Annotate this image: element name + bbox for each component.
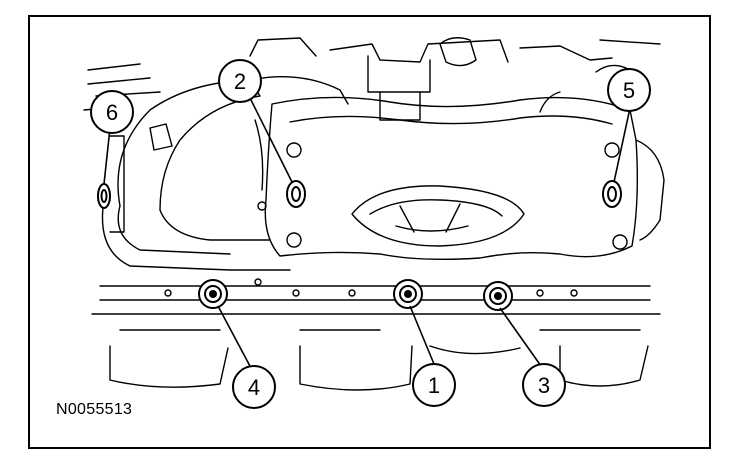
callout-6: 6: [90, 90, 134, 134]
callout-4-number: 4: [248, 375, 260, 400]
bolt-5: [602, 180, 622, 208]
bolt-2: [286, 180, 306, 208]
callout-4: 4: [232, 365, 276, 409]
figure-frame: [28, 15, 711, 449]
callout-3-number: 3: [538, 373, 550, 398]
callout-6-number: 6: [106, 100, 118, 125]
callout-5: 5: [607, 68, 651, 112]
callout-1: 1: [412, 363, 456, 407]
bolt-3: [483, 281, 513, 311]
bolt-4: [198, 279, 228, 309]
bolt-6: [97, 183, 111, 209]
callout-2-number: 2: [234, 69, 246, 94]
figure-reference-code: N0055513: [56, 401, 133, 418]
bolt-1: [393, 279, 423, 309]
callout-3: 3: [522, 363, 566, 407]
callout-2: 2: [218, 59, 262, 103]
callout-5-number: 5: [623, 78, 635, 103]
callout-1-number: 1: [428, 373, 440, 398]
leader-lines: [103, 97, 631, 369]
